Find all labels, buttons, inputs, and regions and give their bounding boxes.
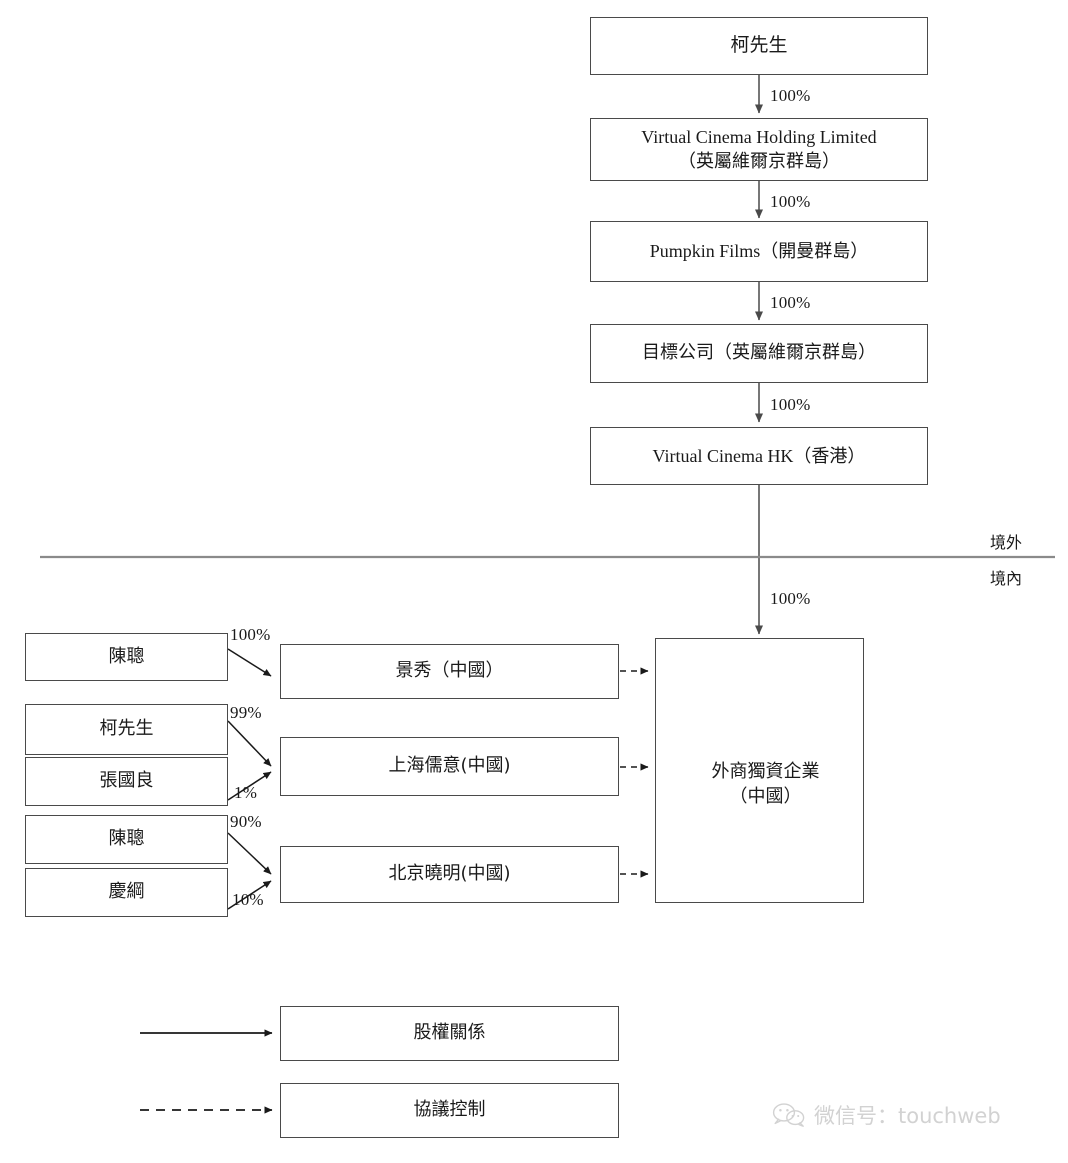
shareholder-box-qinggang[interactable]: 慶綱 xyxy=(25,868,228,917)
legend-label: 股權關係 xyxy=(413,1022,486,1044)
ownership-pct-zhang-shanghai-ruyi: 1% xyxy=(234,783,258,802)
entity-label: Pumpkin Films（開曼群島） xyxy=(649,241,869,262)
entity-box-virtual-cinema-holding[interactable]: Virtual Cinema Holding Limited （英屬維爾京群島） xyxy=(590,118,928,181)
shareholder-box-zhang-guoliang[interactable]: 張國良 xyxy=(25,757,228,806)
shareholder-label: 陳聰 xyxy=(108,645,145,667)
operating-company-label: 北京曉明(中國) xyxy=(388,863,511,885)
shareholder-label: 慶綱 xyxy=(108,881,145,903)
entity-box-pumpkin-films[interactable]: Pumpkin Films（開曼群島） xyxy=(590,221,928,282)
operating-company-box-jingxiu[interactable]: 景秀（中國） xyxy=(280,644,619,699)
zone-label-offshore: 境外 xyxy=(990,533,1023,552)
legend-box-equity-relation[interactable]: 股權關係 xyxy=(280,1006,619,1061)
ownership-pct-ke-shanghai-ruyi: 99% xyxy=(230,703,262,722)
shareholder-label: 張國良 xyxy=(99,770,154,792)
shareholder-box-chen-cong-1[interactable]: 陳聰 xyxy=(25,633,228,681)
legend-box-contractual-control[interactable]: 協議控制 xyxy=(280,1083,619,1138)
operating-company-label: 上海儒意(中國) xyxy=(388,755,511,777)
ownership-pct-chen-cong-beijing-xiaoming: 90% xyxy=(230,812,262,831)
ownership-pct-chen-cong-jingxiu: 100% xyxy=(230,625,271,644)
entity-label: Virtual Cinema HK（香港） xyxy=(652,445,866,466)
shareholder-label: 柯先生 xyxy=(99,718,154,740)
legend-label: 協議控制 xyxy=(413,1099,486,1121)
ownership-pct-hk-to-wfoe: 100% xyxy=(770,589,811,608)
shareholder-label: 陳聰 xyxy=(108,828,145,850)
watermark: 微信号：touchweb xyxy=(772,1100,1001,1130)
ownership-pct-ke-to-holding: 100% xyxy=(770,86,811,105)
wfoe-label-line1: 外商獨資企業 xyxy=(711,761,820,783)
zone-label-onshore: 境內 xyxy=(990,569,1023,588)
shareholder-box-ke-mr[interactable]: 柯先生 xyxy=(25,704,228,755)
ownership-pct-qinggang-beijing-xiaoming: 10% xyxy=(232,890,264,909)
ownership-pct-holding-to-pumpkin: 100% xyxy=(770,192,811,211)
entity-label-line2: （英屬維爾京群島） xyxy=(678,150,840,172)
entity-label: 目標公司（英屬維爾京群島） xyxy=(642,342,876,364)
wfoe-label-line2: （中國） xyxy=(729,785,802,807)
operating-company-label: 景秀（中國） xyxy=(395,660,504,682)
ownership-pct-target-to-hk: 100% xyxy=(770,395,811,414)
operating-company-box-shanghai-ruyi[interactable]: 上海儒意(中國) xyxy=(280,737,619,796)
wechat-icon xyxy=(772,1102,806,1128)
entity-box-target-company[interactable]: 目標公司（英屬維爾京群島） xyxy=(590,324,928,383)
entity-label: 柯先生 xyxy=(730,34,788,57)
entity-box-ke-mr[interactable]: 柯先生 xyxy=(590,17,928,75)
operating-company-box-beijing-xiaoming[interactable]: 北京曉明(中國) xyxy=(280,846,619,903)
shareholder-box-chen-cong-2[interactable]: 陳聰 xyxy=(25,815,228,864)
entity-box-wfoe[interactable]: 外商獨資企業 （中國） xyxy=(655,638,864,903)
ownership-pct-pumpkin-to-target: 100% xyxy=(770,293,811,312)
entity-label-line1: Virtual Cinema Holding Limited xyxy=(641,127,877,148)
entity-box-virtual-cinema-hk[interactable]: Virtual Cinema HK（香港） xyxy=(590,427,928,485)
watermark-text: 微信号：touchweb xyxy=(814,1104,1001,1128)
